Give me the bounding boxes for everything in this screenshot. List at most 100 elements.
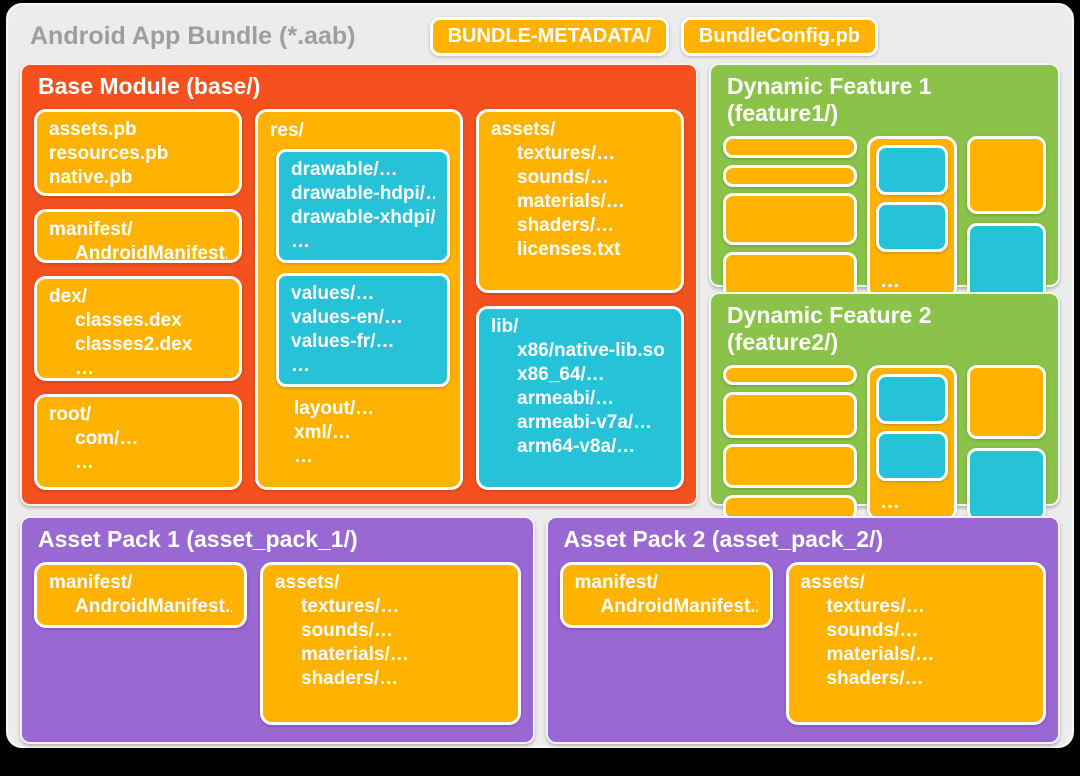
file-line: values-fr/… [291, 331, 395, 352]
dex-box: dex/ classes.dex classes2.dex … [34, 276, 242, 381]
res-box: res/ drawable/… drawable-hdpi/… drawable… [255, 109, 463, 490]
file-line: textures/… [826, 596, 925, 617]
file-line: manifest/ [49, 572, 133, 593]
file-line: licenses.txt [517, 239, 621, 260]
file-line: … [291, 231, 310, 252]
placeholder-box [967, 222, 1046, 300]
placeholder-box [723, 391, 857, 438]
file-line: AndroidManifest.xml [600, 596, 758, 617]
android-app-bundle-diagram: Android App Bundle (*.aab) BUNDLE-METADA… [6, 3, 1074, 748]
base-column-2: res/ drawable/… drawable-hdpi/… drawable… [255, 109, 463, 490]
file-line: sounds/… [301, 620, 393, 641]
base-module-title: Base Module (base/) [38, 73, 261, 99]
file-line: AndroidManifest.xml [75, 596, 232, 617]
file-line: classes.dex [75, 310, 182, 331]
dynamic-features-column: Dynamic Feature 1 (feature1/) … [709, 63, 1060, 521]
file-line: materials/… [517, 191, 625, 212]
file-line: x86/native-lib.so [517, 340, 665, 361]
bundle-metadata-badge: BUNDLE-METADATA/ [429, 16, 669, 56]
placeholder-box [723, 193, 857, 246]
file-line: assets.pb [49, 119, 137, 140]
file-line: drawable-xhdpi/… [291, 207, 435, 228]
file-line: armeabi/… [517, 388, 615, 409]
ellipsis-label: … [880, 491, 900, 513]
file-line: lib/ [491, 316, 519, 337]
file-line: sounds/… [517, 167, 609, 188]
file-line: x86_64/… [517, 364, 605, 385]
lib-box: lib/ x86/native-lib.so x86_64/… armeabi/… [476, 306, 684, 490]
file-line: drawable-hdpi/… [291, 183, 435, 204]
file-line: dex/ [49, 286, 88, 307]
placeholder-box [723, 136, 857, 158]
ellipsis-label: … [880, 270, 900, 292]
asset-packs-row: Asset Pack 1 (asset_pack_1/) manifest/ A… [14, 516, 1066, 744]
file-line: arm64-v8a/… [517, 436, 636, 457]
file-line: xml/… [294, 422, 352, 443]
file-line: armeabi-v7a/… [517, 412, 653, 433]
placeholder-box [723, 365, 857, 385]
file-line: … [75, 452, 94, 473]
asset-pack-1-title: Asset Pack 1 (asset_pack_1/) [38, 526, 358, 552]
placeholder-box [967, 447, 1046, 521]
manifest-box: manifest/ AndroidManifest.xml [34, 209, 242, 264]
header: Android App Bundle (*.aab) BUNDLE-METADA… [14, 9, 1066, 63]
base-module-columns: assets.pb resources.pb native.pb manifes… [34, 109, 684, 490]
placeholder-box [967, 136, 1046, 214]
file-line: resources.pb [49, 143, 169, 164]
file-line: layout/… [294, 398, 375, 419]
file-line: values-en/… [291, 307, 403, 328]
pack-assets-box: assets/ textures/… sounds/… materials/… … [260, 562, 521, 725]
feature-right-column [967, 365, 1046, 521]
file-line: materials/… [301, 644, 409, 665]
res-label: res/ [270, 120, 304, 141]
pb-files-box: assets.pb resources.pb native.pb [34, 109, 242, 196]
file-line: shaders/… [826, 668, 924, 689]
file-line: shaders/… [301, 668, 399, 689]
pack-manifest-box: manifest/ AndroidManifest.xml [559, 562, 773, 628]
placeholder-box [967, 365, 1046, 439]
file-line: assets/ [275, 572, 340, 593]
pack-manifest-box: manifest/ AndroidManifest.xml [34, 562, 247, 628]
dynamic-feature-2-section: Dynamic Feature 2 (feature2/) … [709, 292, 1060, 521]
main-row: Base Module (base/) assets.pb resources.… [14, 63, 1066, 521]
file-line: classes2.dex [75, 334, 193, 355]
asset-pack-2-title: Asset Pack 2 (asset_pack_2/) [563, 526, 884, 552]
placeholder-box [723, 444, 857, 489]
base-column-3: assets/ textures/… sounds/… materials/… … [476, 109, 684, 490]
feature-right-column [967, 136, 1046, 300]
file-line: … [75, 358, 94, 379]
file-line: com/… [75, 428, 139, 449]
pack-body: manifest/ AndroidManifest.xml assets/ te… [34, 562, 521, 725]
asset-pack-1-section: Asset Pack 1 (asset_pack_1/) manifest/ A… [20, 516, 535, 744]
feature-left-column [723, 136, 857, 300]
asset-pack-2-section: Asset Pack 2 (asset_pack_2/) manifest/ A… [545, 516, 1060, 744]
file-line: … [291, 355, 310, 376]
pack-body: manifest/ AndroidManifest.xml assets/ te… [559, 562, 1046, 725]
file-line: manifest/ [574, 572, 658, 593]
placeholder-box [876, 145, 948, 195]
feature-middle-column: … [867, 365, 957, 521]
base-column-1: assets.pb resources.pb native.pb manifes… [34, 109, 242, 490]
dynamic-feature-1-title: Dynamic Feature 1 (feature1/) [727, 73, 932, 126]
file-line: assets/ [800, 572, 865, 593]
dynamic-feature-2-title: Dynamic Feature 2 (feature2/) [727, 302, 932, 355]
file-line: values/… [291, 283, 375, 304]
file-line: textures/… [517, 143, 616, 164]
values-box: values/… values-en/… values-fr/… … [276, 273, 450, 387]
feature-middle-column: … [867, 136, 957, 300]
file-line: assets/ [491, 119, 556, 140]
placeholder-box [876, 202, 948, 252]
file-line: native.pb [49, 167, 133, 188]
placeholder-box [876, 431, 948, 481]
pack-assets-box: assets/ textures/… sounds/… materials/… … [785, 562, 1046, 725]
file-line: AndroidManifest.xml [75, 243, 227, 264]
base-module-section: Base Module (base/) assets.pb resources.… [20, 63, 698, 506]
file-line: … [294, 446, 313, 467]
placeholder-box [723, 164, 857, 187]
root-box: root/ com/… … [34, 394, 242, 490]
file-line: shaders/… [517, 215, 615, 236]
file-line: manifest/ [49, 219, 133, 240]
feature-body: … [723, 136, 1046, 300]
assets-box: assets/ textures/… sounds/… materials/… … [476, 109, 684, 293]
feature-body: … [723, 365, 1046, 521]
